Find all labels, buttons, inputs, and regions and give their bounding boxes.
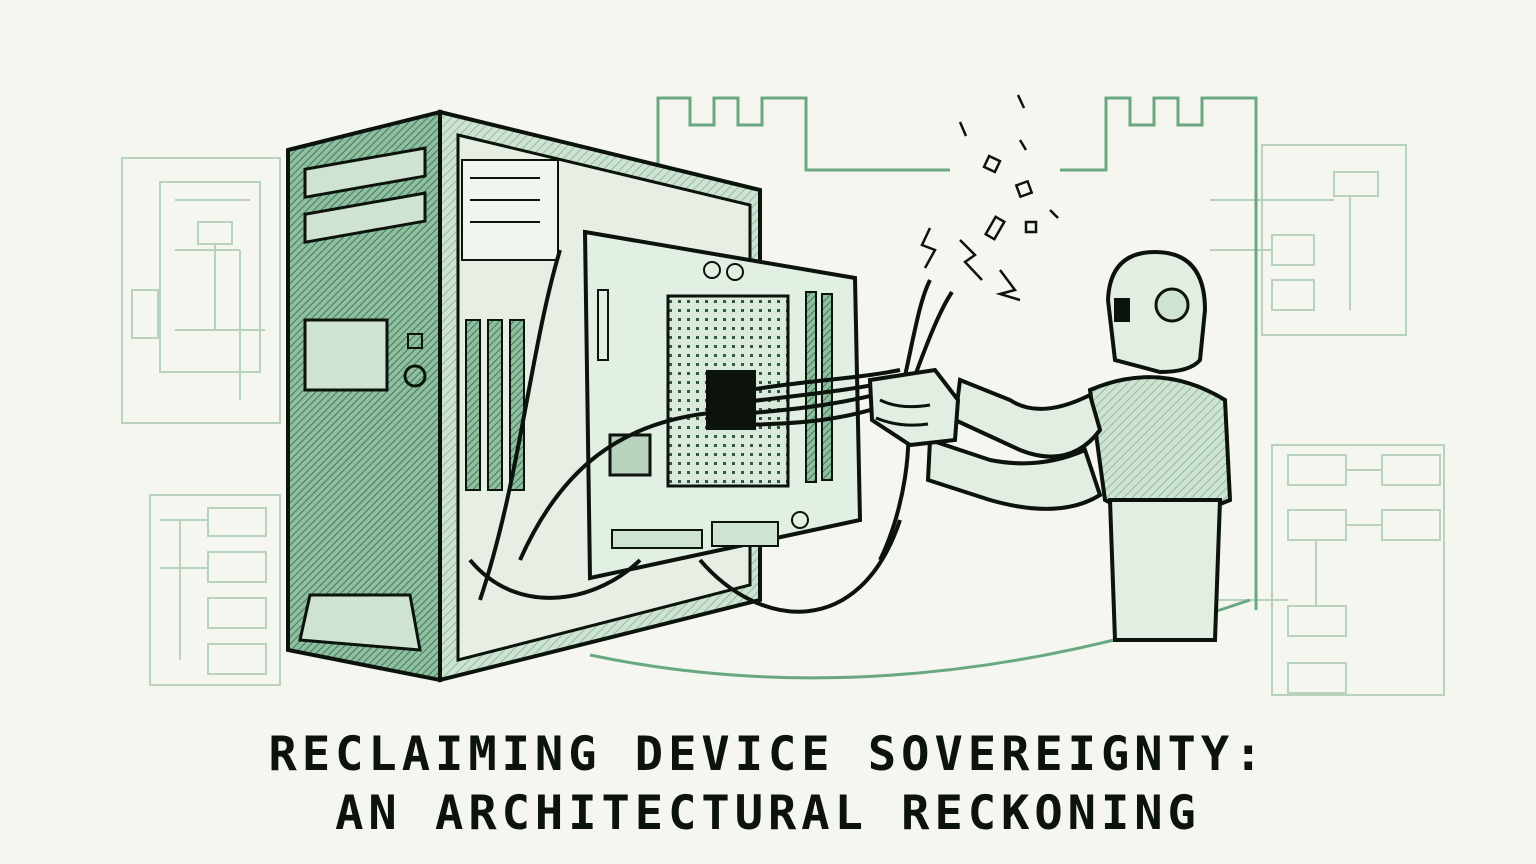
robot (867, 249, 1233, 642)
headline-line-2: AN ARCHITECTURAL RECKONING (335, 786, 1201, 841)
schematic-left (121, 157, 281, 686)
headline-line-1: RECLAIMING DEVICE SOVEREIGNTY: (268, 727, 1268, 782)
cable-bundle (468, 249, 954, 614)
sparks (920, 94, 1059, 302)
schematic-right (1196, 144, 1445, 696)
